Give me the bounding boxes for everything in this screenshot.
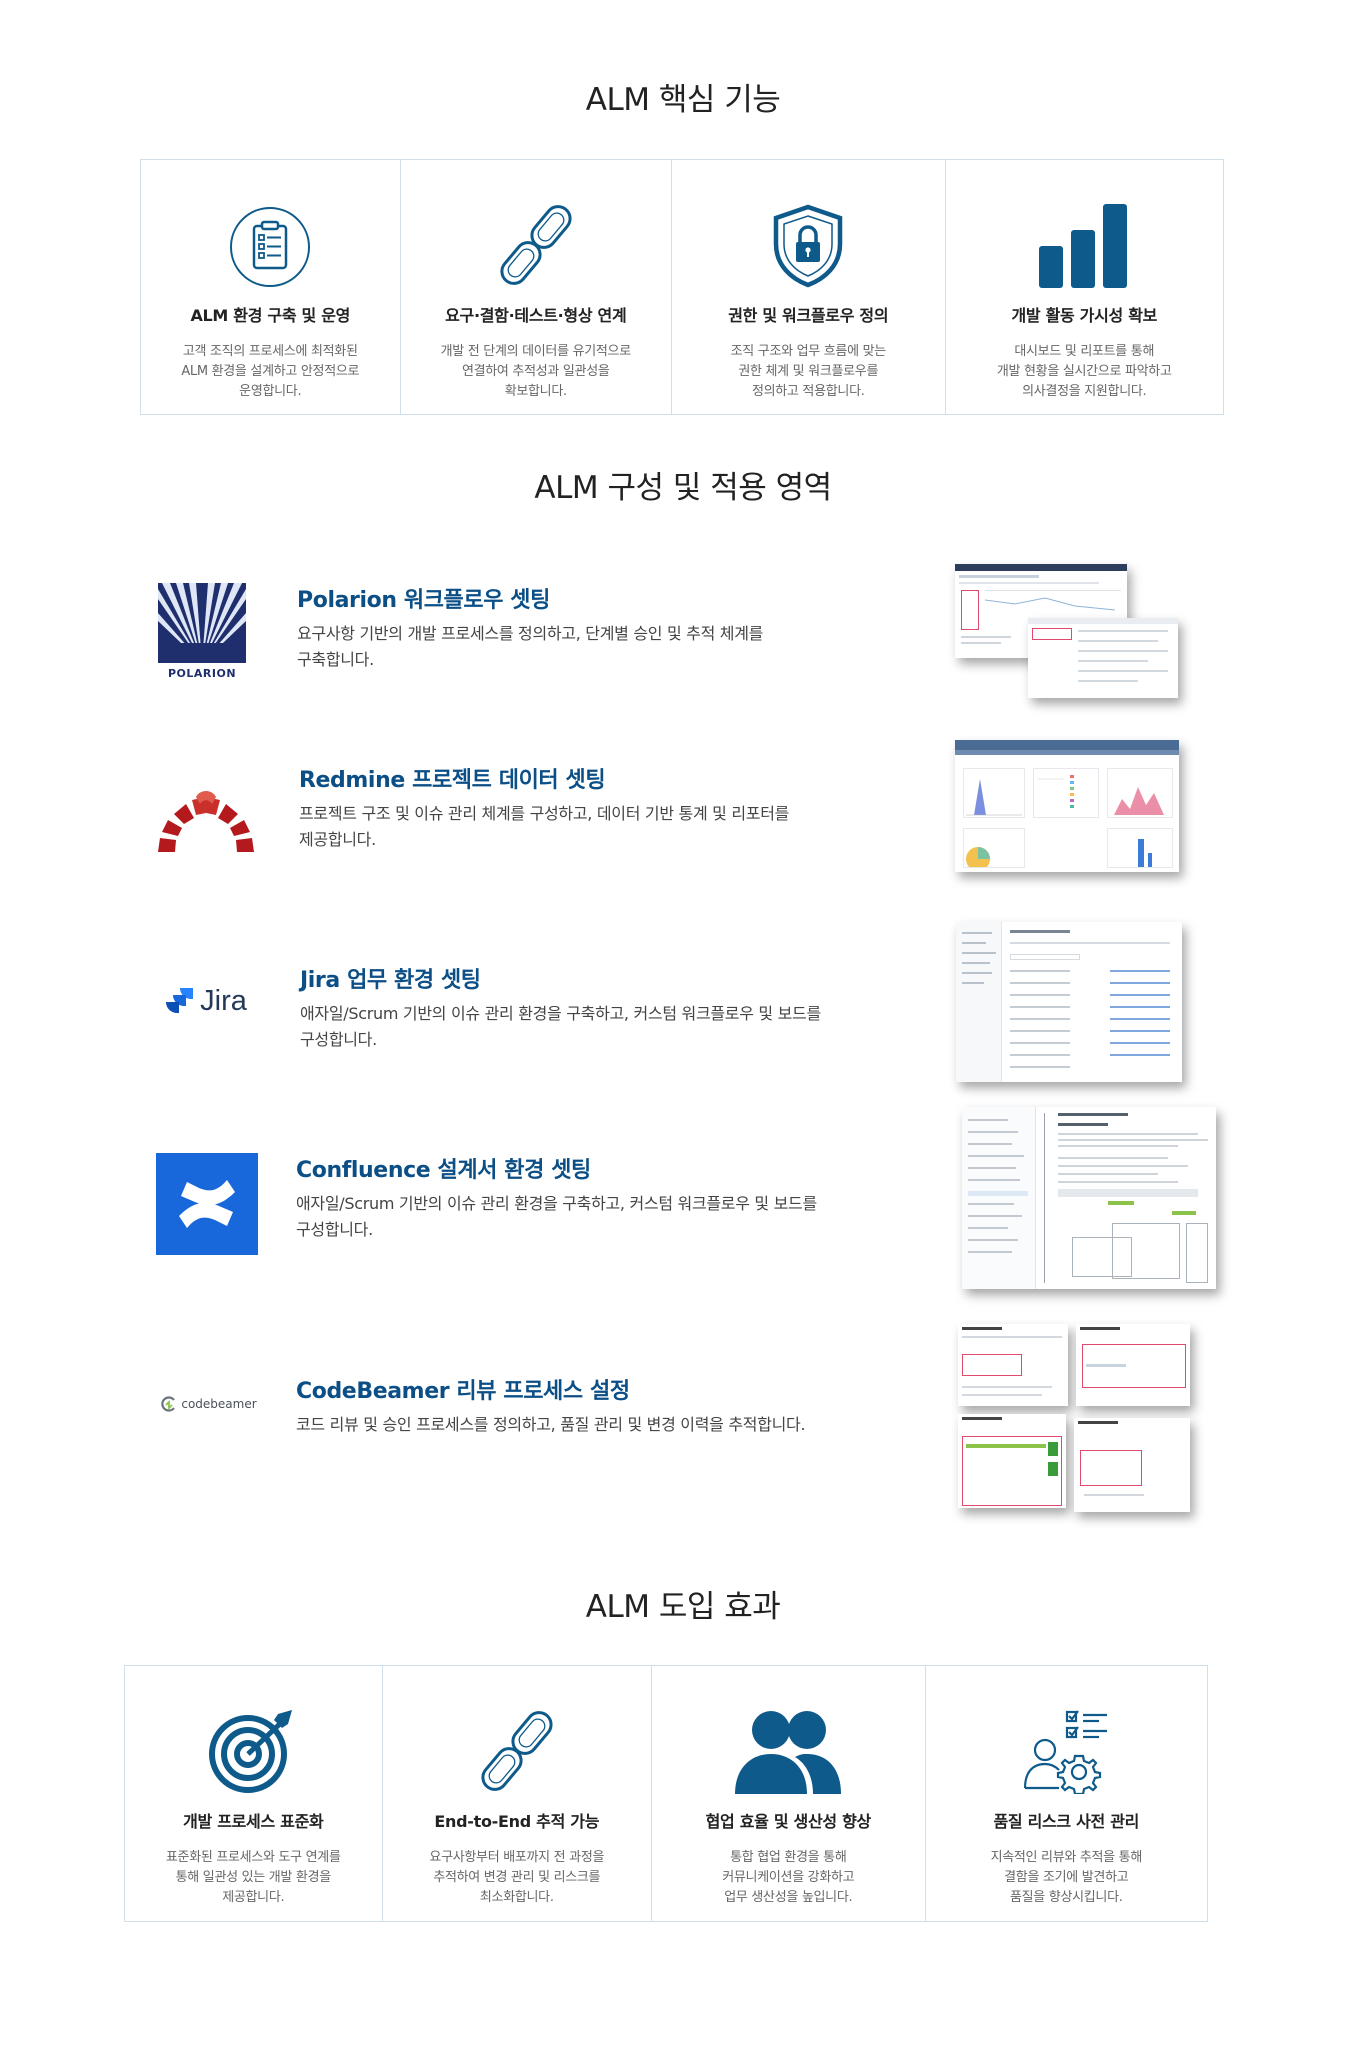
jira-logo: Jira	[156, 984, 256, 1018]
effect-description: 통합 협업 환경을 통해 커뮤니케이션을 강화하고 업무 생산성을 높입니다.	[722, 1850, 855, 1905]
feature-card: 권한 및 워크플로우 정의 조직 구조와 업무 흐름에 맞는 권한 체계 및 워…	[672, 160, 946, 414]
effect-card: 협업 효율 및 생산성 향상 통합 협업 환경을 통해 커뮤니케이션을 강화하고…	[652, 1666, 926, 1921]
codebeamer-screenshot-1	[958, 1324, 1068, 1406]
areas-section-title: ALM 구성 및 적용 영역	[534, 470, 832, 506]
effect-title: 품질 리스크 사전 관리	[993, 1812, 1140, 1831]
area-description: 애자일/Scrum 기반의 이슈 관리 환경을 구축하고, 커스텀 워크플로우 …	[296, 1194, 817, 1239]
polarion-screenshot-detail	[1028, 618, 1178, 698]
effect-title: 협업 효율 및 생산성 향상	[705, 1812, 872, 1831]
feature-title: 요구·결함·테스트·형상 연계	[445, 306, 627, 325]
target-icon	[208, 1694, 298, 1794]
feature-card: 개발 활동 가시성 확보 대시보드 및 리포트를 통해 개발 현황을 실시간으로…	[946, 160, 1223, 414]
effect-card: End-to-End 추적 가능 요구사항부터 배포까지 전 과정을 추적하여 …	[383, 1666, 653, 1921]
feature-description: 조직 구조와 업무 흐름에 맞는 권한 체계 및 워크플로우를 정의하고 적용합…	[730, 344, 887, 399]
codebeamer-logo: codebeamer	[154, 1393, 264, 1415]
feature-description: 대시보드 및 리포트를 통해 개발 현황을 실시간으로 파악하고 의사결정을 지…	[996, 344, 1172, 399]
effect-description: 지속적인 리뷰와 추적을 통해 결함을 조기에 발견하고 품질을 향상시킵니다.	[990, 1850, 1143, 1905]
redmine-screenshot	[955, 740, 1179, 872]
polarion-logo: POLARION	[158, 579, 246, 683]
shield-lock-icon	[772, 188, 844, 288]
codebeamer-screenshot-4	[1074, 1418, 1190, 1512]
feature-description: 개발 전 단계의 데이터를 유기적으로 연결하여 추적성과 일관성을 확보합니다…	[440, 344, 632, 399]
feature-card: ALM 환경 구축 및 운영 고객 조직의 프로세스에 최적화된 ALM 환경을…	[141, 160, 401, 414]
polarion-logo-text: POLARION	[167, 666, 237, 680]
area-confluence: Confluence 설계서 환경 셋팅 애자일/Scrum 기반의 이슈 관리…	[0, 1102, 1366, 1302]
feature-card: 요구·결함·테스트·형상 연계 개발 전 단계의 데이터를 유기적으로 연결하여…	[401, 160, 673, 414]
codebeamer-screenshot-2	[1076, 1324, 1190, 1406]
bar-chart-icon	[1037, 188, 1131, 288]
effect-description: 요구사항부터 배포까지 전 과정을 추적하여 변경 관리 및 리스크를 최소화합…	[429, 1850, 605, 1905]
area-title: Jira 업무 환경 셋팅	[300, 968, 481, 993]
codebeamer-logo-text: codebeamer	[181, 1397, 257, 1411]
area-title: Polarion 워크플로우 셋팅	[297, 588, 550, 613]
effect-title: End-to-End 추적 가능	[434, 1812, 600, 1831]
effect-title: 개발 프로세스 표준화	[183, 1812, 324, 1831]
core-section-title: ALM 핵심 기능	[585, 82, 781, 118]
core-features-grid: ALM 환경 구축 및 운영 고객 조직의 프로세스에 최적화된 ALM 환경을…	[140, 159, 1224, 415]
effect-card: 개발 프로세스 표준화 표준화된 프로세스와 도구 연계를 통해 일관성 있는 …	[125, 1666, 383, 1921]
effects-section-title: ALM 도입 효과	[585, 1589, 781, 1625]
codebeamer-screenshot-3	[958, 1414, 1066, 1508]
area-jira: Jira Jira 업무 환경 셋팅 애자일/Scrum 기반의 이슈 관리 환…	[0, 922, 1366, 1092]
area-description: 애자일/Scrum 기반의 이슈 관리 환경을 구축하고, 커스텀 워크플로우 …	[300, 1004, 821, 1049]
area-polarion: POLARION Polarion 워크플로우 셋팅 요구사항 기반의 개발 프…	[0, 560, 1366, 710]
feature-title: 개발 활동 가시성 확보	[1011, 306, 1158, 325]
effect-description: 표준화된 프로세스와 도구 연계를 통해 일관성 있는 개발 환경을 제공합니다…	[165, 1850, 341, 1905]
area-title: Confluence 설계서 환경 셋팅	[296, 1158, 591, 1183]
confluence-logo	[156, 1153, 258, 1255]
area-title: Redmine 프로젝트 데이터 셋팅	[299, 768, 606, 793]
area-description: 코드 리뷰 및 승인 프로세스를 정의하고, 품질 관리 및 변경 이력을 추적…	[296, 1415, 806, 1434]
effects-grid: 개발 프로세스 표준화 표준화된 프로세스와 도구 연계를 통해 일관성 있는 …	[124, 1665, 1208, 1922]
area-redmine: Redmine 프로젝트 데이터 셋팅 프로젝트 구조 및 이슈 관리 체계를 …	[0, 740, 1366, 900]
feature-description: 고객 조직의 프로세스에 최적화된 ALM 환경을 설계하고 안정적으로 운영합…	[181, 344, 360, 399]
confluence-screenshot	[962, 1107, 1216, 1289]
jira-logo-text: Jira	[200, 984, 247, 1017]
feature-title: ALM 환경 구축 및 운영	[190, 306, 351, 325]
area-description: 요구사항 기반의 개발 프로세스를 정의하고, 단계별 승인 및 추적 체계를 …	[297, 624, 764, 669]
users-icon	[733, 1694, 843, 1794]
feature-title: 권한 및 워크플로우 정의	[728, 306, 889, 325]
chain-link-icon	[476, 1694, 558, 1794]
redmine-logo	[156, 784, 256, 854]
area-codebeamer: codebeamer CodeBeamer 리뷰 프로세스 설정 코드 리뷰 및…	[0, 1318, 1366, 1518]
chain-link-icon	[495, 188, 577, 288]
area-description: 프로젝트 구조 및 이슈 관리 체계를 구성하고, 데이터 기반 통계 및 리포…	[299, 804, 790, 849]
effect-card: 품질 리스크 사전 관리 지속적인 리뷰와 추적을 통해 결함을 조기에 발견하…	[926, 1666, 1207, 1921]
checklist-clipboard-icon	[229, 188, 311, 288]
jira-screenshot	[956, 922, 1182, 1082]
checklist-gear-icon	[1021, 1694, 1111, 1794]
area-title: CodeBeamer 리뷰 프로세스 설정	[296, 1379, 630, 1404]
